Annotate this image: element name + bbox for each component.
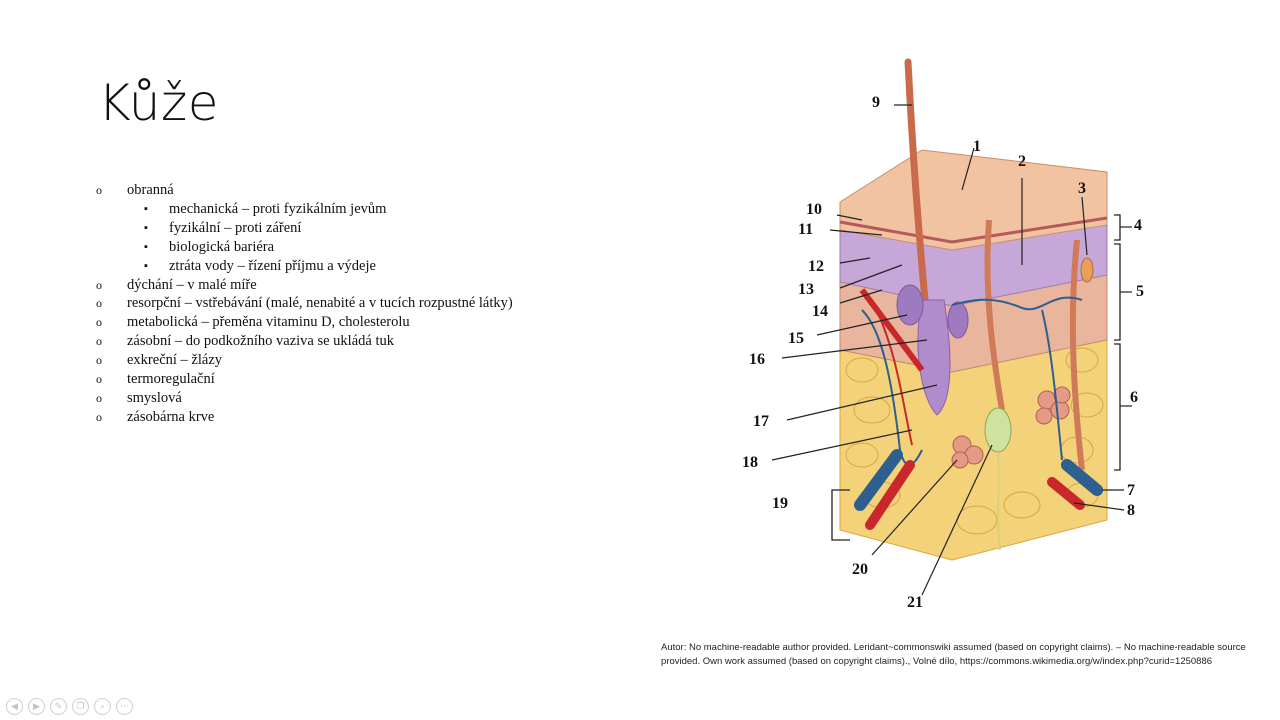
- vein-branch-right: [1041, 309, 1063, 461]
- sub-bullet-item: ▪fyzikální – proti záření: [144, 219, 302, 236]
- basal-layer-line: [839, 216, 1108, 244]
- label-10: 10: [806, 201, 822, 218]
- label-18: 18: [742, 454, 758, 471]
- bullet-marker: ▪: [144, 259, 148, 272]
- third-hair: [1069, 239, 1085, 471]
- pacinian-corpuscle: [984, 407, 1012, 453]
- vein-vessel: [854, 449, 903, 511]
- capillary-network: [951, 296, 1083, 311]
- arrow-right-icon[interactable]: ▶: [28, 698, 45, 715]
- slide-title: Kůže: [98, 74, 219, 132]
- nerve-fiber: [997, 451, 1001, 551]
- bullet-marker: o: [96, 183, 102, 197]
- label-14: 14: [812, 303, 828, 320]
- label-2: 2: [1018, 153, 1026, 170]
- label-11: 11: [798, 221, 813, 238]
- sub-bullet-item: ▪ztráta vody – řízení příjmu a výdeje: [144, 257, 376, 274]
- label-3: 3: [1078, 180, 1086, 197]
- zoom-icon[interactable]: ⌕: [94, 698, 111, 715]
- label-13: 13: [798, 281, 814, 298]
- hair-shaft: [904, 58, 938, 404]
- label-4: 4: [1134, 217, 1142, 234]
- leader-lines: [771, 104, 1132, 596]
- label-6: 6: [1130, 389, 1138, 406]
- label-5: 5: [1136, 283, 1144, 300]
- label-17: 17: [753, 413, 769, 430]
- label-19: 19: [772, 495, 788, 512]
- sebaceous-gland: [896, 284, 924, 326]
- label-12: 12: [808, 258, 824, 275]
- bullet-marker: ▪: [144, 221, 148, 234]
- arrow-left-icon[interactable]: ◀: [6, 698, 23, 715]
- label-7: 7: [1127, 482, 1135, 499]
- label-16: 16: [749, 351, 765, 368]
- sebaceous-gland-2: [947, 301, 969, 339]
- slideshow-toolbar: ◀ ▶ ✎ ❐ ⌕ ⋯: [6, 698, 133, 715]
- bullet-marker: o: [96, 277, 102, 292]
- bullet-marker: o: [96, 315, 102, 330]
- artery-branch: [871, 299, 913, 446]
- skin-cross-section-illustration: 9 1 2 3 4 5 6 7 8 10 11 12 13 14 15 16 1…: [742, 58, 1144, 611]
- hair-follicle: [917, 299, 951, 416]
- bullet-marker: o: [96, 409, 102, 424]
- sub-bullet-item: ▪biologická bariéra: [144, 238, 275, 255]
- sweat-gland: [1035, 386, 1071, 425]
- bullet-marker: ▪: [144, 202, 148, 215]
- bracket-6: [1114, 343, 1121, 471]
- bracket-4: [1114, 214, 1121, 241]
- epidermis-surface: [839, 149, 1108, 251]
- vein-vessel-right: [1061, 459, 1103, 496]
- bullet-marker: o: [96, 296, 102, 311]
- bullet-marker: o: [96, 334, 102, 349]
- image-credit: Autor: No machine-readable author provid…: [661, 641, 1271, 668]
- label-21: 21: [907, 594, 923, 611]
- slides-icon[interactable]: ❐: [72, 698, 89, 715]
- bullet-marker: o: [96, 372, 102, 387]
- bullet-marker: ▪: [144, 240, 148, 253]
- artery-vessel-right: [1047, 477, 1085, 510]
- pen-icon[interactable]: ✎: [50, 698, 67, 715]
- skin-diagram: 9 1 2 3 4 5 6 7 8 10 11 12 13 14 15 16 1…: [722, 50, 1162, 620]
- label-8: 8: [1127, 502, 1135, 519]
- bullet-marker: o: [96, 390, 102, 405]
- nerve-ending: [1080, 257, 1094, 283]
- bracket-19: [831, 489, 850, 541]
- label-9: 9: [872, 94, 880, 111]
- credit-line-2: provided. Own work assumed (based on cop…: [661, 655, 1213, 667]
- sweat-gland-2: [951, 435, 984, 469]
- bullet-marker: o: [96, 353, 102, 368]
- sub-bullet-item: ▪mechanická – proti fyzikálním jevům: [144, 200, 387, 217]
- label-20: 20: [852, 561, 868, 578]
- credit-line-1: Autor: No machine-readable author provid…: [661, 642, 1246, 653]
- arrector-pili-muscle: [859, 288, 925, 372]
- label-15: 15: [788, 330, 804, 347]
- label-1: 1: [973, 138, 981, 155]
- artery-vessel: [865, 460, 915, 530]
- more-icon[interactable]: ⋯: [116, 698, 133, 715]
- bracket-5: [1114, 243, 1121, 341]
- second-hair: [984, 219, 1005, 411]
